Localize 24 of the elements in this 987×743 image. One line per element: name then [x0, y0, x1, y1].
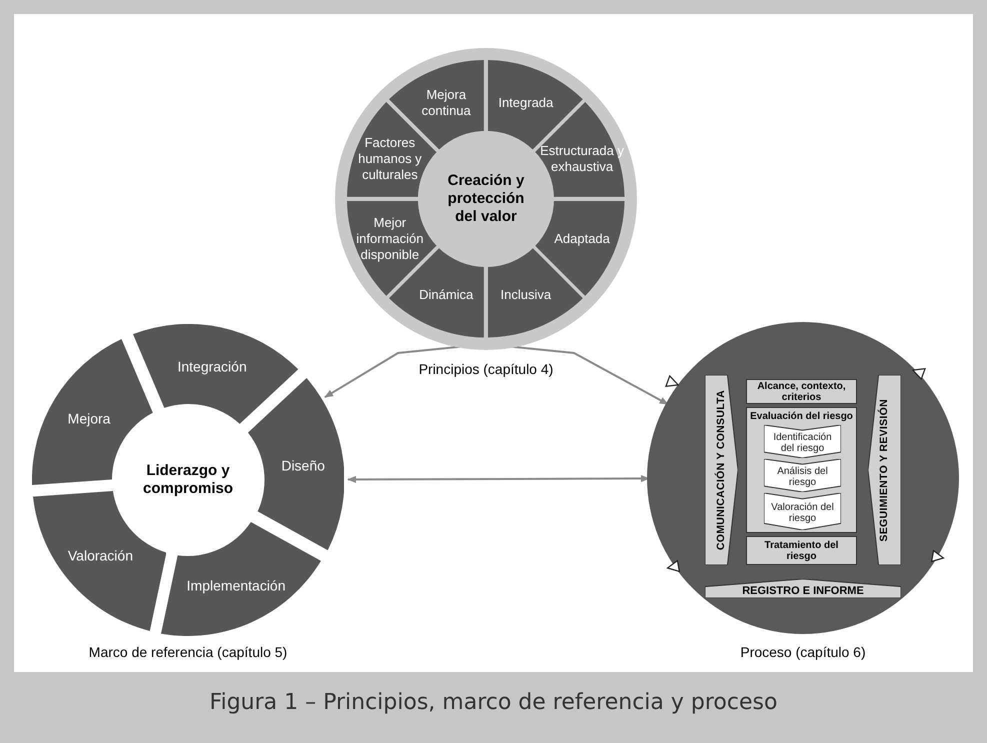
- process-step: Identificación del riesgo: [764, 425, 841, 458]
- segment-label: Mejora continua: [420, 86, 472, 119]
- segment-label: Adaptada: [553, 230, 611, 247]
- wheel-caption: Proceso (capítulo 6): [740, 643, 866, 662]
- segment-label: Inclusiva: [500, 287, 552, 304]
- figure-caption: Figura 1 – Principios, marco de referencia y proceso: [208, 689, 778, 717]
- segment-label: Implementación: [186, 577, 286, 594]
- segment-label: Mejora: [66, 410, 112, 428]
- wheel-caption: Marco de referencia (capítulo 5): [88, 643, 288, 662]
- segment-label: Diseño: [280, 457, 326, 474]
- segment-label: Dinámica: [418, 287, 474, 304]
- process-step: Análisis del riesgo: [764, 459, 841, 492]
- process-box: Alcance, contexto, criterios: [746, 379, 857, 404]
- arrow: [324, 346, 460, 398]
- process-step: Valoración del riesgo: [764, 493, 841, 530]
- process-box: Tratamiento del riesgo: [746, 536, 857, 565]
- bottom-band: REGISTRO E INFORME: [705, 579, 901, 598]
- side-band: SEGUIMIENTO Y REVISIÓN: [868, 375, 901, 565]
- process-group: Evaluación del riesgo Identificación del riesgo Análisis del riesgo Valoración del riesgo: [746, 407, 857, 533]
- arrow: [512, 346, 669, 406]
- segment-label: Integración: [176, 358, 248, 376]
- wheel-caption: Principios (capítulo 4): [418, 360, 554, 379]
- segment-label: Integrada: [497, 94, 554, 111]
- side-band: COMUNICACIÓN Y CONSULTA: [705, 375, 738, 565]
